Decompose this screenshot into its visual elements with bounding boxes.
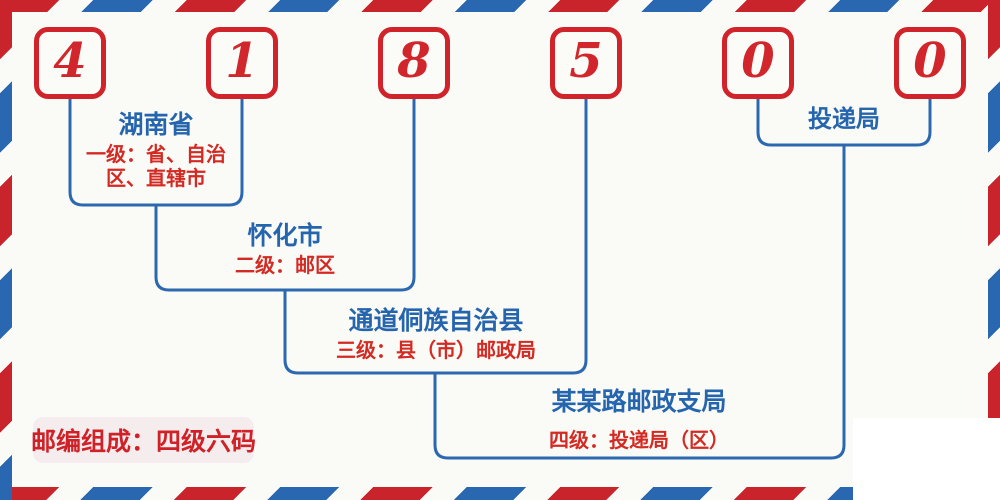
delivery-office-text: 投递局 xyxy=(808,107,880,133)
level-4-place: 某某路邮政支局 xyxy=(551,389,727,416)
postal-composition-text: 邮编组成：四级六码 xyxy=(31,429,257,456)
level-3-label: 通道侗族自治县 三级：县（市）邮政局 xyxy=(336,308,536,363)
digit-box-5: 0 xyxy=(722,27,794,99)
airmail-border-bottom xyxy=(0,487,1000,500)
level-2-place: 怀化市 xyxy=(247,223,323,250)
level-1-label: 湖南省 一级：省、自治区、直辖市 xyxy=(81,112,231,191)
level-1-place: 湖南省 xyxy=(118,112,194,139)
digit-box-2: 1 xyxy=(206,27,278,99)
delivery-office-label: 投递局 xyxy=(808,107,880,133)
level-3-place: 通道侗族自治县 xyxy=(348,308,524,335)
blank-corner-patch xyxy=(853,418,1000,500)
level-2-desc: 二级：邮区 xyxy=(235,254,335,277)
level-4-label: 某某路邮政支局 四级：投递局（区） xyxy=(549,389,729,453)
digit-1: 4 xyxy=(53,33,87,89)
digit-5: 0 xyxy=(741,33,775,89)
airmail-border-top xyxy=(0,0,1000,12)
level-4-desc: 四级：投递局（区） xyxy=(549,429,729,452)
level-1-desc: 一级：省、自治区、直辖市 xyxy=(86,143,226,190)
bracket-level-4 xyxy=(433,145,846,460)
level-3-desc: 三级：县（市）邮政局 xyxy=(336,339,536,362)
digit-3: 8 xyxy=(397,33,431,89)
digit-2: 1 xyxy=(225,33,259,89)
postal-composition-badge: 邮编组成：四级六码 xyxy=(31,417,257,463)
digit-box-4: 5 xyxy=(550,27,622,99)
digit-6: 0 xyxy=(913,33,947,89)
digit-4: 5 xyxy=(569,33,603,89)
digit-box-3: 8 xyxy=(378,27,450,99)
airmail-border-left xyxy=(0,0,12,500)
digit-box-1: 4 xyxy=(34,27,106,99)
bracket-delivery-office xyxy=(756,95,932,147)
digit-box-6: 0 xyxy=(894,27,966,99)
level-2-label: 怀化市 二级：邮区 xyxy=(235,223,335,278)
airmail-border-right xyxy=(988,0,1000,500)
